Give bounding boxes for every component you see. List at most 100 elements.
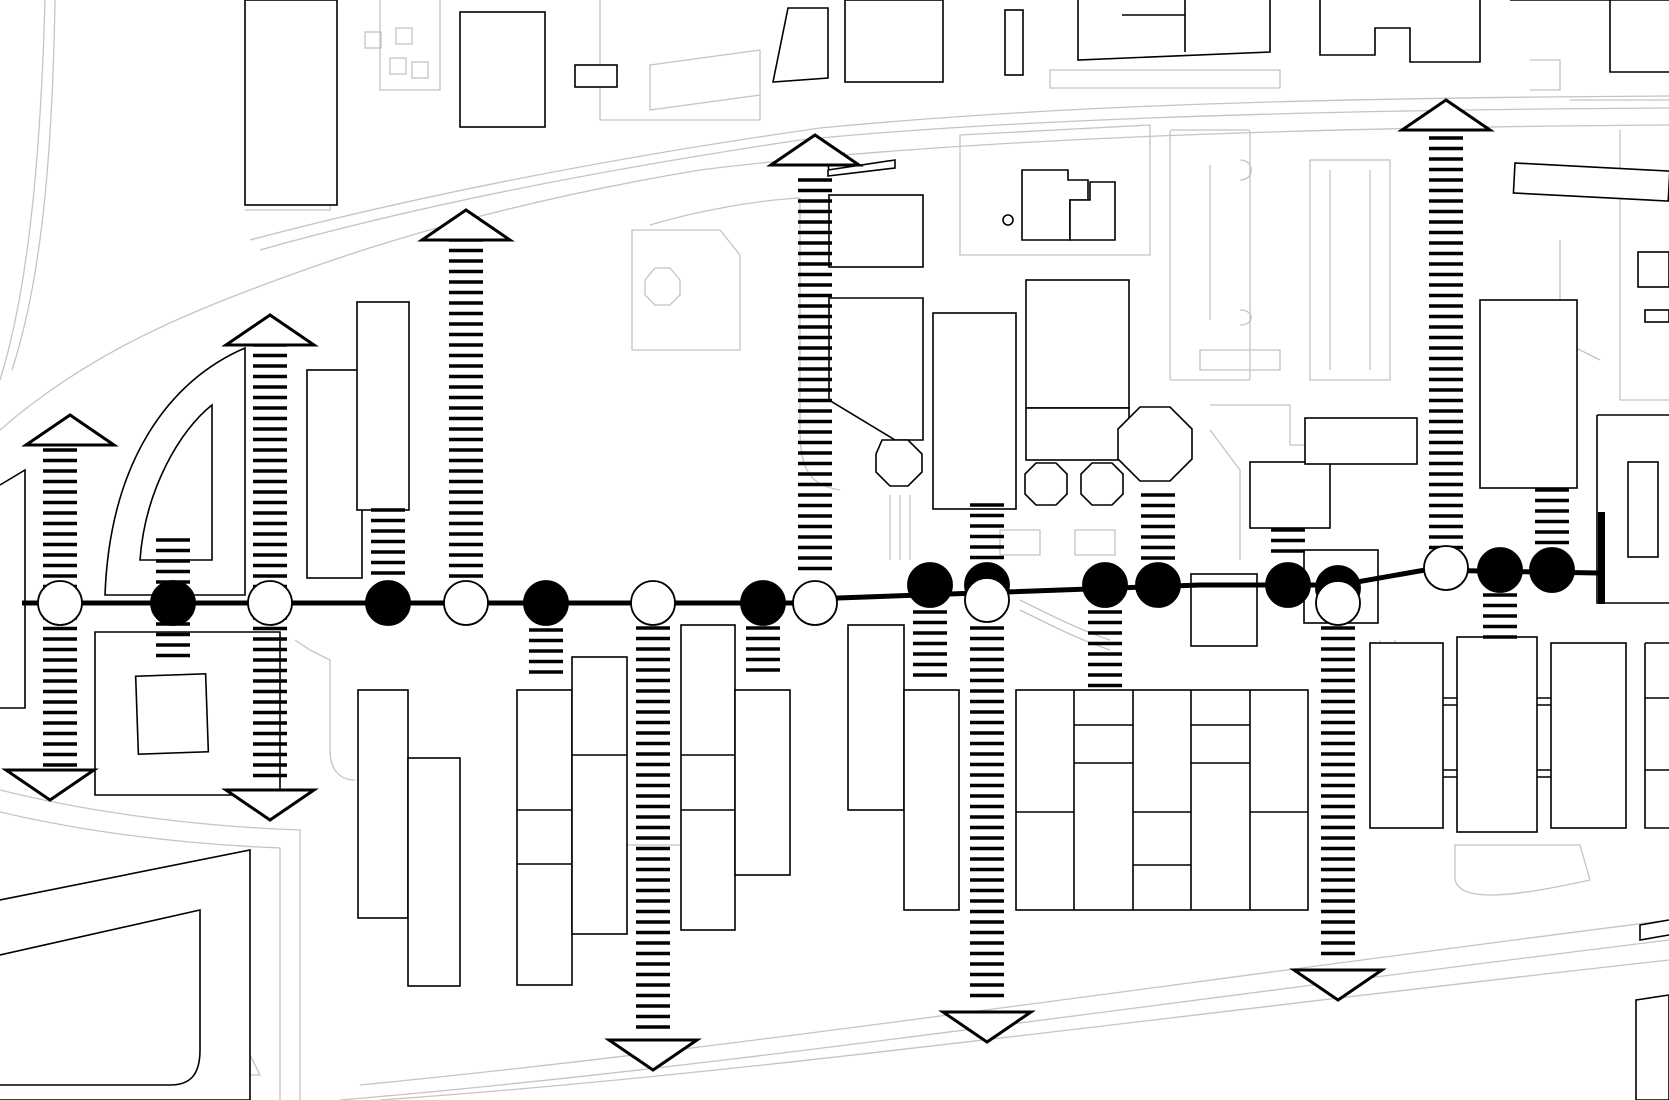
open-node-icon xyxy=(1315,580,1361,626)
building xyxy=(356,301,410,511)
filled-node-icon xyxy=(1477,547,1523,593)
building xyxy=(1304,417,1418,465)
spine-nodes xyxy=(37,545,1575,626)
south-road-edge-2 xyxy=(359,919,1669,1086)
building xyxy=(734,689,791,876)
building xyxy=(357,689,409,919)
building xyxy=(1025,279,1130,409)
triangle-arrow-down-icon xyxy=(1,768,99,802)
filled-node-icon xyxy=(1265,562,1311,608)
ctx-small-box xyxy=(1074,529,1116,556)
ctx-east-edge xyxy=(1570,99,1669,401)
open-node-icon xyxy=(964,577,1010,623)
building xyxy=(1015,689,1309,911)
building-division xyxy=(1122,0,1186,52)
building-division xyxy=(517,809,572,865)
building-octagon xyxy=(1117,406,1193,482)
filled-node-icon xyxy=(907,562,953,608)
ctx-stairs xyxy=(889,495,911,560)
building xyxy=(1249,461,1331,529)
building-octagon xyxy=(1024,462,1068,506)
ctx-north-corner xyxy=(1530,59,1561,91)
direction-arrows xyxy=(1,98,1495,1072)
building xyxy=(1512,162,1669,202)
south-road-edge xyxy=(339,939,1669,1100)
ctx-parking-island xyxy=(1209,159,1252,326)
building-connector xyxy=(1443,697,1551,778)
building xyxy=(459,11,546,128)
ctx-south-path xyxy=(294,639,356,781)
building-division xyxy=(1016,690,1308,910)
road-curve-left xyxy=(0,0,46,381)
ctx-kiosk xyxy=(395,27,413,45)
ctx-plaza-feature xyxy=(644,267,681,306)
building xyxy=(1635,994,1669,1100)
open-node-icon xyxy=(792,580,838,626)
ctx-kiosk xyxy=(411,61,429,79)
filled-node-icon xyxy=(365,580,411,626)
building xyxy=(407,757,461,987)
south-road-edge-3 xyxy=(379,959,1669,1100)
open-node-icon xyxy=(247,580,293,626)
main-road-north-edge-3 xyxy=(249,95,1669,241)
building xyxy=(903,689,960,911)
building xyxy=(827,159,896,177)
building xyxy=(1479,299,1578,489)
building-marker xyxy=(1002,214,1014,226)
open-node-icon xyxy=(443,580,489,626)
triangle-arrow-up-icon xyxy=(766,133,864,167)
building xyxy=(1639,919,1669,941)
ctx-parking-island xyxy=(1329,170,1371,370)
building-curved-inner xyxy=(139,403,213,561)
filled-node-icon xyxy=(1135,562,1181,608)
road-curve-left-inner xyxy=(11,0,56,371)
triangle-arrow-down-icon xyxy=(1289,968,1387,1002)
triangle-arrow-up-icon xyxy=(1397,98,1495,132)
filled-node-icon xyxy=(150,580,196,626)
main-road-north-edge-2 xyxy=(259,107,1669,251)
filled-node-icon xyxy=(523,580,569,626)
building xyxy=(1025,407,1130,461)
building-octagon xyxy=(1080,462,1124,506)
building xyxy=(1644,309,1669,323)
open-node-icon xyxy=(630,580,676,626)
ctx-parking-north xyxy=(649,49,761,111)
spine-endcap xyxy=(1598,512,1605,604)
building-division xyxy=(681,754,735,811)
ctx-slope xyxy=(1019,609,1111,651)
ctx-parking-lot xyxy=(1309,159,1391,381)
building xyxy=(828,194,924,268)
building xyxy=(680,624,736,931)
filled-node-icon xyxy=(1082,562,1128,608)
ctx-north-block-3 xyxy=(599,0,761,121)
building xyxy=(932,312,1017,510)
ctx-parking-lot xyxy=(1169,129,1251,381)
ctx-kiosk xyxy=(389,57,407,75)
triangle-arrow-down-icon xyxy=(221,788,319,822)
building xyxy=(847,624,905,811)
building xyxy=(244,0,338,206)
building xyxy=(1637,251,1669,288)
building xyxy=(571,656,628,935)
building xyxy=(1319,0,1481,63)
ctx-walkway xyxy=(1209,429,1241,560)
building xyxy=(306,369,363,579)
south-road-west-inner xyxy=(0,811,281,1100)
triangle-arrow-up-icon xyxy=(221,313,319,347)
building xyxy=(1627,461,1659,558)
building xyxy=(0,468,26,709)
ctx-north-block-2 xyxy=(379,0,441,91)
ctx-east-block xyxy=(959,124,1151,256)
building-octagon xyxy=(875,439,923,487)
open-node-icon xyxy=(37,580,83,626)
building xyxy=(1069,181,1116,241)
building xyxy=(1004,9,1024,76)
triangle-arrow-down-icon xyxy=(604,1038,702,1072)
main-road-north-edge xyxy=(0,124,1669,431)
ctx-south-east-court xyxy=(1454,844,1591,896)
building xyxy=(772,7,829,83)
building xyxy=(828,297,924,441)
